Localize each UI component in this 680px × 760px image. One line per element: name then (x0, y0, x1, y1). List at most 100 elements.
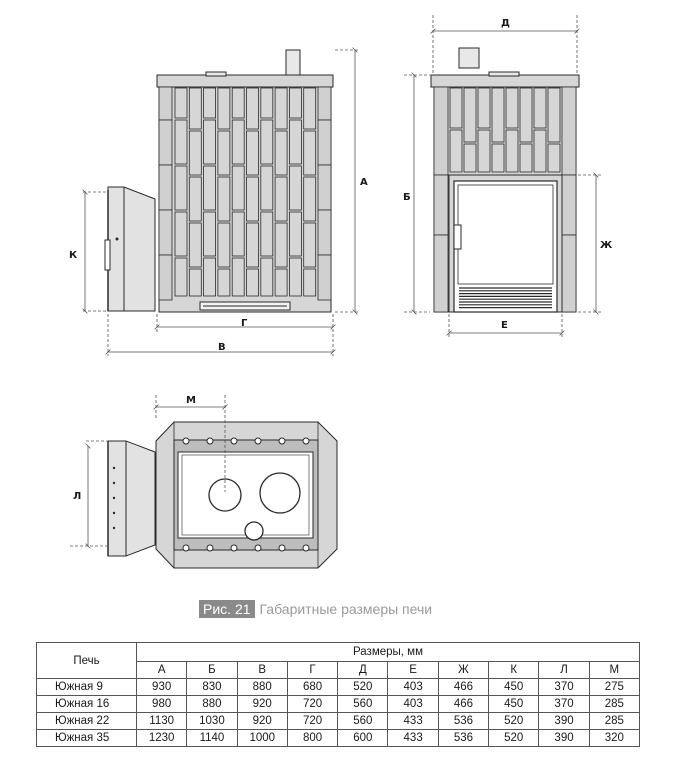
stone-tile (260, 257, 274, 297)
stone-tile (246, 268, 259, 297)
stone-tile (533, 129, 547, 173)
column-header: Б (186, 661, 238, 679)
ash-grate-icon (459, 287, 552, 309)
side-dimensions (82, 47, 360, 356)
bolt-icon (230, 437, 238, 445)
stone-tile (505, 87, 519, 129)
dimension-value: 720 (286, 695, 339, 713)
figure-caption: Рис. 21 Габаритные размеры печи (199, 599, 432, 619)
stove-dimension-drawing: А К Г В Д Б Ж Е (69, 15, 613, 569)
stone-tile (203, 87, 217, 119)
stone-tile (317, 254, 332, 301)
stone-tile (288, 257, 302, 297)
bolt-icon (302, 437, 310, 445)
stone-tile (317, 164, 332, 211)
tank-opening-icon (259, 472, 301, 514)
column-header: Ж (437, 661, 490, 679)
stone-tile (519, 87, 533, 143)
dimensions-group-header: Размеры, мм (136, 642, 640, 662)
stone-tile (188, 130, 202, 176)
column-header: А (135, 661, 188, 679)
stone-tile (288, 119, 302, 165)
dimension-value: 680 (286, 678, 339, 696)
bolt-icon (182, 437, 190, 445)
stone-tile (188, 87, 202, 130)
dimension-value: 275 (588, 678, 641, 696)
stone-tile (274, 87, 288, 130)
stone-tile (158, 119, 173, 166)
stone-tile (260, 165, 274, 211)
dimension-value: 520 (337, 678, 389, 696)
column-header: М (588, 661, 641, 679)
dim-label-b: Б (403, 192, 411, 203)
dimension-value: 466 (437, 695, 490, 713)
dimension-value: 466 (437, 678, 490, 696)
dimension-value: 720 (286, 712, 339, 730)
stone-tile (246, 130, 259, 176)
stone-tiles-side (158, 86, 332, 301)
stone-tile (288, 87, 302, 119)
stone-tile (561, 86, 577, 176)
stone-tile (317, 86, 332, 121)
stone-tile (260, 211, 274, 257)
stone-tile (463, 143, 477, 173)
dim-label-d: Д (501, 18, 510, 29)
dimension-value: 830 (186, 678, 238, 696)
dim-label-zh: Ж (600, 240, 613, 251)
stone-tile (231, 257, 245, 297)
stone-tile (303, 176, 317, 222)
dim-label-v: В (218, 342, 226, 353)
stone-tile (174, 165, 188, 211)
stone-tile (477, 87, 491, 129)
stone-tile (203, 211, 217, 257)
stone-tile (158, 209, 173, 256)
stone-tile (188, 176, 202, 222)
stone-tile (217, 176, 231, 222)
chimney-icon (458, 47, 480, 69)
chimney-outlet-icon (208, 478, 242, 512)
stone-tile (217, 268, 231, 297)
stove-model-name: Южная 16 (36, 695, 137, 713)
dimension-value: 433 (387, 712, 439, 730)
stone-tile (246, 222, 259, 268)
stone-tile (449, 87, 463, 129)
bolt-icon (206, 544, 214, 552)
dimension-value: 285 (588, 695, 641, 713)
dimension-value: 1030 (186, 712, 238, 730)
figure-number: Рис. 21 (199, 600, 255, 618)
chimney-icon (285, 49, 301, 76)
stone-tile (158, 86, 173, 121)
stone-tile (274, 222, 288, 268)
stone-tile (188, 268, 202, 297)
stone-tile (217, 130, 231, 176)
dimension-value: 600 (337, 729, 389, 747)
column-header: Л (538, 661, 590, 679)
bolt-row-icon (182, 437, 310, 552)
stone-tile (158, 254, 173, 301)
figure-title: Габаритные размеры печи (259, 601, 433, 617)
stone-tile (463, 87, 477, 143)
dimension-value: 560 (337, 695, 389, 713)
dimension-value: 390 (538, 712, 590, 730)
stove-column-header: Печь (36, 642, 137, 679)
dimension-value: 880 (236, 678, 288, 696)
dimension-value: 560 (337, 712, 389, 730)
stone-tile (433, 174, 449, 236)
dimension-value: 520 (488, 712, 540, 730)
dim-label-a: А (360, 177, 368, 188)
stone-tile (203, 165, 217, 211)
stone-tile (174, 119, 188, 165)
bolt-icon (230, 544, 238, 552)
dimension-value: 800 (286, 729, 339, 747)
column-header: Г (286, 661, 339, 679)
bolt-icon (254, 544, 262, 552)
stone-tile (561, 174, 577, 236)
stone-tile (491, 143, 505, 173)
stone-tile (317, 209, 332, 256)
column-header: Д (337, 661, 389, 679)
stone-tile (246, 87, 259, 130)
stone-tile (433, 234, 449, 313)
